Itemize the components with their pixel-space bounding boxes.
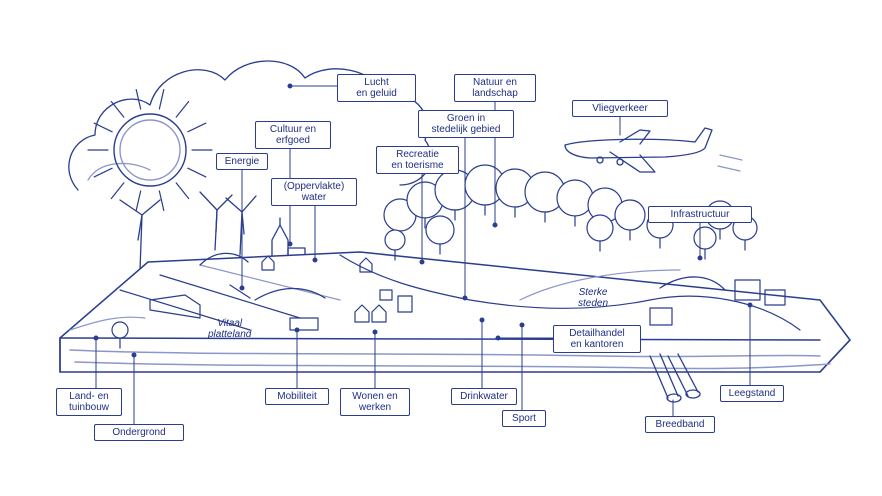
pipe-icon [649,353,701,403]
sun-ray [93,167,113,178]
tree-crown [614,199,646,231]
sun-ray [158,88,165,110]
sun-ray [135,190,142,212]
tree-crown [111,321,129,339]
sun-ray [93,122,113,133]
roads-and-fields [69,254,801,331]
label-leegstand: Leegstand [720,385,784,402]
sun-ray [175,182,190,200]
label-drinkwater: Drinkwater [451,388,517,405]
label-recreatie-en-toerisme: Recreatie en toerisme [376,146,459,174]
label-breedband: Breedband [645,416,715,433]
label-land-en-tuinbouw: Land- en tuinbouw [56,388,122,416]
airplane-icon [564,127,743,173]
label-sport: Sport [502,410,546,427]
sun-ray [110,100,125,118]
label-infrastructuur: Infrastructuur [648,206,752,223]
sun-ray [187,122,207,133]
label-ondergrond: Ondergrond [94,424,184,441]
label-vliegverkeer: Vliegverkeer [572,100,668,117]
island-block [59,251,851,373]
sun-ray [158,190,165,212]
bridge-icon [199,252,726,301]
sun-icon [87,88,213,212]
house-icon [149,255,786,331]
label-groen-in-stedelijk-gebied: Groen in stedelijk gebied [418,110,514,138]
text-vitaal-platteland: Vitaal platteland [208,318,252,340]
text-sterke-steden: Sterke steden [578,287,609,309]
label-detailhandel-en-kantoren: Detailhandel en kantoren [553,325,641,353]
label-cultuur-en-erfgoed: Cultuur en erfgoed [255,121,331,149]
label-energie: Energie [216,153,268,170]
tree-crown [556,179,594,217]
label-wonen-en-werken: Wonen en werken [340,388,410,416]
label-natuur-en-landschap: Natuur en landschap [454,74,536,102]
sun-ray [187,167,207,178]
tree-crown [586,214,614,242]
tree-crown [693,226,717,250]
sun-ray [110,182,125,200]
label-oppervlakte-water: (Oppervlakte) water [271,178,357,206]
tree-crown [425,215,455,245]
label-mobiliteit: Mobiliteit [265,388,329,405]
sun-ray [175,100,190,118]
wind-turbine-icon [119,191,257,271]
sun-ray [135,88,142,110]
label-lucht-en-geluid: Lucht en geluid [337,74,416,102]
tree-crown [384,229,406,251]
